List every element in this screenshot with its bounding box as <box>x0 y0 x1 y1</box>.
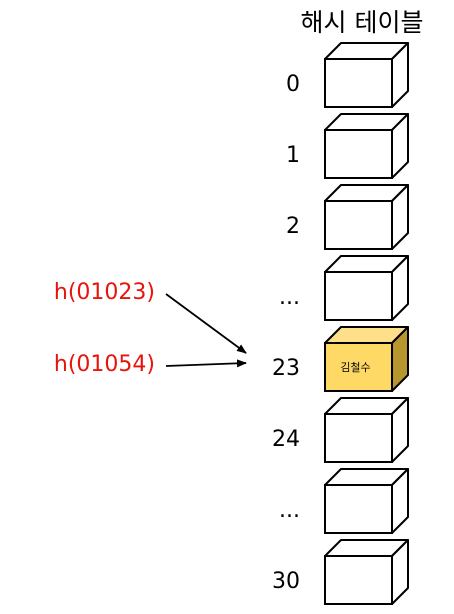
slot-index-label: 2 <box>286 214 300 239</box>
slot-box-front <box>324 342 393 392</box>
slot-box-front <box>324 413 393 463</box>
hash-slot: 30 <box>272 539 409 605</box>
slot-box-front <box>324 484 393 534</box>
slot-box-front <box>324 58 393 108</box>
hash-function-label: h(01023) <box>54 280 155 305</box>
hash-function-label: h(01054) <box>54 352 155 377</box>
hash-arrow <box>165 293 247 354</box>
hash-slot: 24 <box>272 397 409 463</box>
slot-index-label: ... <box>279 285 300 310</box>
slot-index-label: 24 <box>272 427 300 452</box>
hash-table-title: 해시 테이블 <box>301 8 424 37</box>
hash-slot: 1 <box>286 113 409 179</box>
hash-slot: 0 <box>286 42 409 108</box>
hash-call: h(01054) <box>54 352 247 377</box>
slot-index-label: 23 <box>272 356 300 381</box>
slot-index-label: 1 <box>286 143 300 168</box>
slot-box-front <box>324 555 393 605</box>
arrows-layer: h(01023) h(01054) <box>54 280 247 377</box>
slot-index-label: 30 <box>272 569 300 594</box>
slot-value: 김철수 <box>340 361 370 374</box>
slot-index-label: ... <box>279 498 300 523</box>
hash-arrow <box>165 359 247 368</box>
slot-box-front <box>324 271 393 321</box>
hash-slot: 2 <box>286 184 409 250</box>
slot-box-front <box>324 129 393 179</box>
hash-call: h(01023) <box>54 280 247 354</box>
slot-box-front <box>324 200 393 250</box>
hash-slot: 23 김철수 <box>272 326 409 392</box>
slot-index-label: 0 <box>286 72 300 97</box>
slots-layer: 0 1 2... 23 김철수 24... 30 <box>272 42 409 605</box>
hash-slot: ... <box>279 468 409 534</box>
hash-slot: ... <box>279 255 409 321</box>
